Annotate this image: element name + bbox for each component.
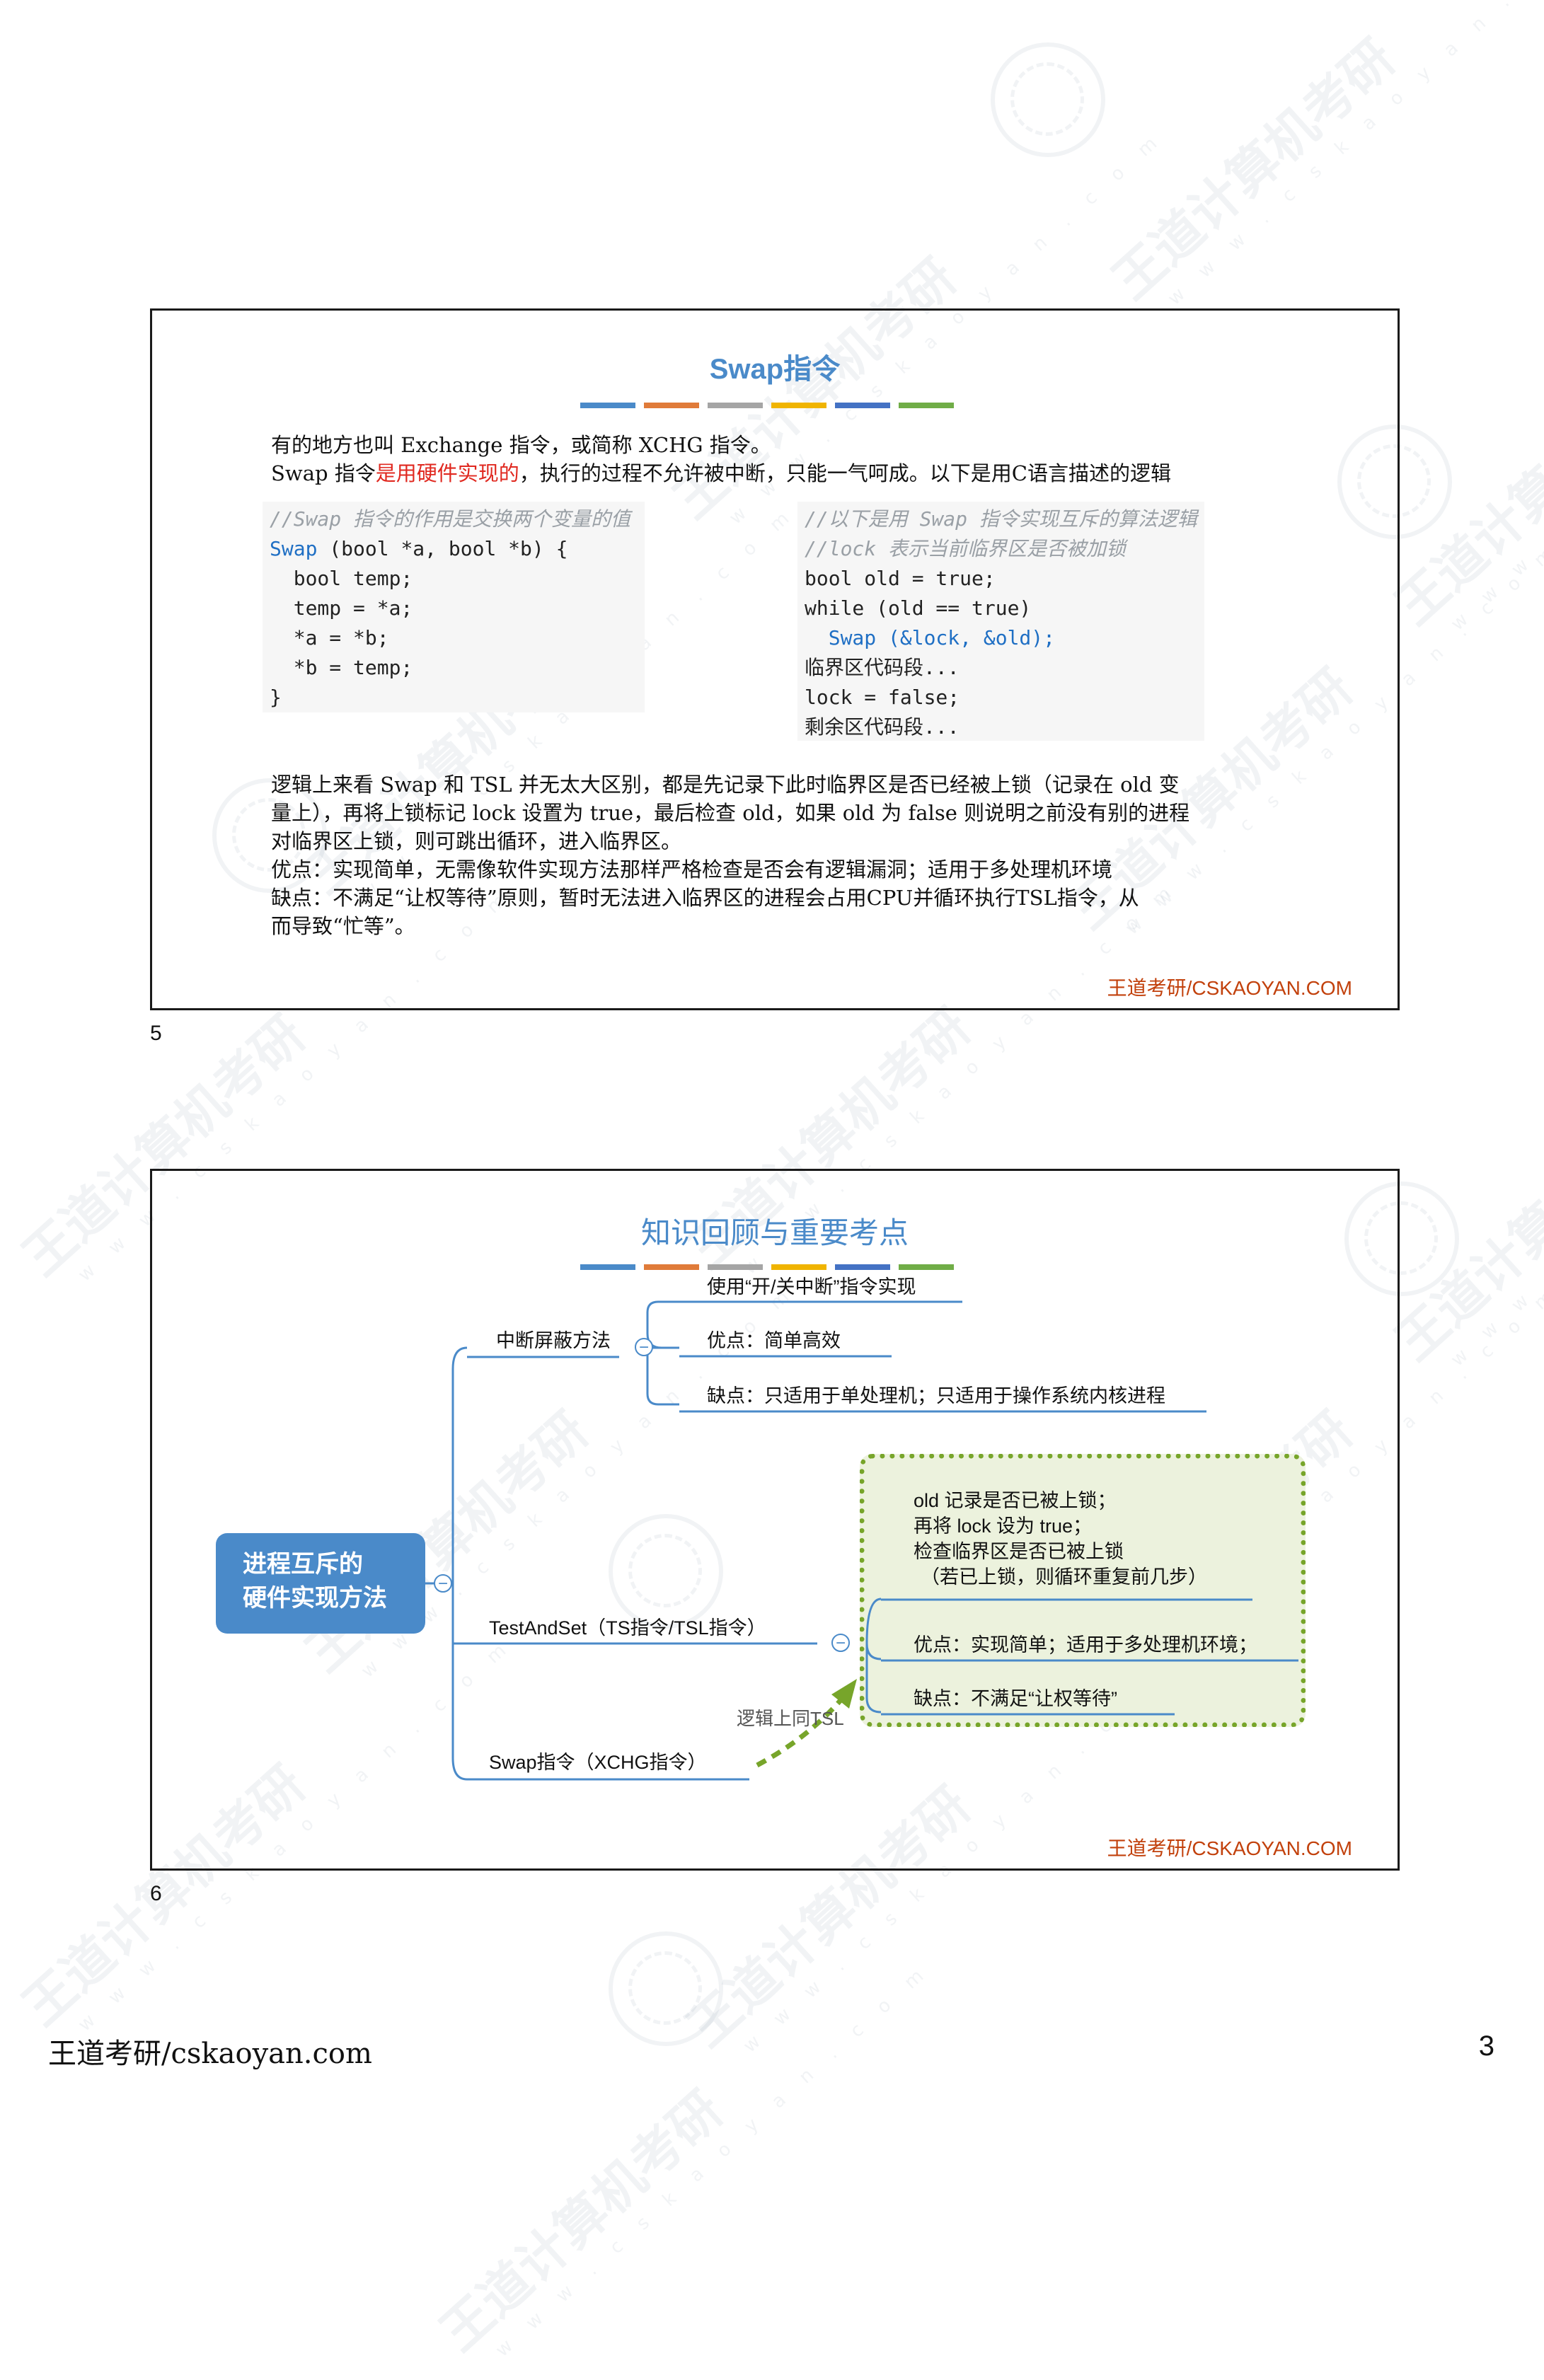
collapse-toggle-icon[interactable]: −	[434, 1574, 452, 1593]
code-line: *b = temp;	[270, 656, 413, 679]
color-bar	[580, 403, 635, 408]
code-comment: //lock 表示当前临界区是否被加锁	[805, 537, 1127, 560]
branch-swap-instruction: Swap指令（XCHG指令）	[489, 1752, 707, 1773]
leaf-text: 使用“开/关中断”指令实现	[707, 1276, 916, 1298]
leaf-line: （若已上锁，则循环重复前几步）	[921, 1566, 1207, 1588]
intro-line: Swap 指令是用硬件实现的，执行的过程不允许被中断，只能一气呵成。以下是用C语…	[271, 459, 1171, 487]
leaf-line: old 记录是否已被上锁；	[914, 1490, 1117, 1511]
code-line: bool old = true;	[805, 567, 996, 590]
color-bar	[708, 403, 763, 408]
collapse-toggle-icon[interactable]: −	[831, 1634, 850, 1652]
code-line: lock = false;	[805, 686, 960, 709]
code-line: while (old == true)	[805, 596, 1032, 620]
code-block-swap: //Swap 指令的作用是交换两个变量的值 Swap (bool *a, bool…	[263, 502, 645, 712]
code-comment: //以下是用 Swap 指令实现互斥的算法逻辑	[805, 507, 1197, 531]
leaf-line: 再将 lock 设为 true；	[914, 1515, 1093, 1537]
leaf-line: 检查临界区是否已被上锁	[914, 1541, 1124, 1562]
code-comment: //Swap 指令的作用是交换两个变量的值	[270, 507, 631, 531]
leaf-text: 缺点：不满足“让权等待”	[914, 1688, 1117, 1709]
leaf-text: 优点：实现简单；适用于多处理机环境；	[914, 1634, 1257, 1656]
intro-text-part: Swap 指令	[271, 461, 376, 485]
watermark-logo-icon	[991, 42, 1105, 157]
text-line: 量上），再将上锁标记 lock 设置为 true，最后检查 old，如果 old…	[271, 801, 1190, 825]
code-line: bool temp;	[270, 567, 413, 590]
code-line: Swap (bool *a, bool *b) {	[270, 534, 638, 564]
root-line: 硬件实现方法	[243, 1585, 387, 1612]
slide-footer: 王道考研/CSKAOYAN.COM	[1107, 977, 1352, 999]
watermark-logo-icon	[1344, 1182, 1459, 1296]
mindmap-connectors	[425, 1300, 1298, 1781]
color-bar	[580, 1264, 635, 1270]
arrow-note: 逻辑上同TSL	[737, 1708, 844, 1729]
code-function: Swap	[270, 537, 318, 560]
slide-number: 5	[150, 1022, 162, 1045]
intro-text-part: ，执行的过程不允许被中断，只能一气呵成。以下是用C语言描述的逻辑	[519, 461, 1171, 485]
branch-test-and-set: TestAndSet（TS指令/TSL指令）	[489, 1617, 766, 1639]
code-line: Swap (&lock, &old);	[805, 626, 1056, 649]
color-bar	[899, 403, 954, 408]
code-block-mutex: //以下是用 Swap 指令实现互斥的算法逻辑 //lock 表示当前临界区是否被…	[797, 502, 1204, 741]
text-line: 缺点：不满足“让权等待”原则，暂时无法进入临界区的进程会占用CPU并循环执行TS…	[271, 886, 1139, 910]
slide-number: 6	[150, 1882, 162, 1905]
page-footer: 王道考研/cskaoyan.com	[48, 2038, 372, 2070]
collapse-toggle-icon[interactable]: −	[635, 1338, 653, 1356]
code-line: *a = *b;	[270, 626, 389, 649]
text-line: 而导致“忙等”。	[271, 914, 415, 938]
color-bar	[835, 1264, 890, 1270]
highlighted-text: 是用硬件实现的	[375, 461, 519, 485]
text-line: 优点：实现简单，无需像软件实现方法那样严格检查是否会有逻辑漏洞；适用于多处理机环…	[271, 857, 1113, 882]
code-line: }	[270, 686, 282, 709]
code-line: temp = *a;	[270, 596, 413, 620]
color-bar	[708, 1264, 763, 1270]
tsl-detail-box	[860, 1454, 1306, 1727]
title-color-bars	[580, 1264, 954, 1270]
slide-knowledge-review: 知识回顾与重要考点	[150, 1169, 1400, 1871]
text-line: 对临界区上锁，则可跳出循环，进入临界区。	[271, 829, 682, 853]
code-line: 剩余区代码段...	[805, 715, 960, 739]
watermark-logo-icon	[212, 778, 327, 893]
text-line: 逻辑上来看 Swap 和 TSL 并无太大区别，都是先记录下此时临界区是否已经被…	[271, 773, 1180, 797]
mindmap-root-node: 进程互斥的 硬件实现方法	[216, 1533, 425, 1634]
color-bar	[644, 1264, 699, 1270]
title-color-bars	[580, 403, 954, 408]
slide-footer: 王道考研/CSKAOYAN.COM	[1107, 1837, 1352, 1859]
code-line: 临界区代码段...	[805, 656, 960, 679]
color-bar	[771, 403, 826, 408]
color-bar	[644, 403, 699, 408]
watermark-logo-icon	[609, 1931, 723, 2046]
code-text: (bool *a, bool *b) {	[317, 537, 568, 560]
leaf-text: 缺点：只适用于单处理机；只适用于操作系统内核进程	[707, 1385, 1165, 1406]
watermark-logo-icon	[1337, 424, 1452, 539]
intro-text: 有的地方也叫 Exchange 指令，或简称 XCHG 指令。 Swap 指令是…	[271, 431, 1171, 487]
slide-title: 知识回顾与重要考点	[640, 1215, 909, 1250]
color-bar	[835, 403, 890, 408]
page-number: 3	[1478, 2030, 1494, 2062]
slide-swap-instruction: Swap指令 有的地方也叫 Exchange 指令，或简称 XCHG 指令。 S…	[150, 308, 1400, 1010]
color-bar	[899, 1264, 954, 1270]
slide-title: Swap指令	[709, 354, 841, 385]
root-line: 进程互斥的	[243, 1551, 363, 1578]
color-bar	[771, 1264, 826, 1270]
leaf-text-block: old 记录是否已被上锁； 再将 lock 设为 true； 检查临界区是否已被…	[914, 1488, 1207, 1590]
explanation-text: 逻辑上来看 Swap 和 TSL 并无太大区别，都是先记录下此时临界区是否已经被…	[271, 770, 1297, 940]
intro-line: 有的地方也叫 Exchange 指令，或简称 XCHG 指令。	[271, 433, 771, 457]
branch-interrupt-masking: 中断屏蔽方法	[496, 1330, 611, 1351]
leaf-text: 优点：简单高效	[707, 1330, 841, 1351]
watermark-logo-icon	[609, 1514, 723, 1629]
